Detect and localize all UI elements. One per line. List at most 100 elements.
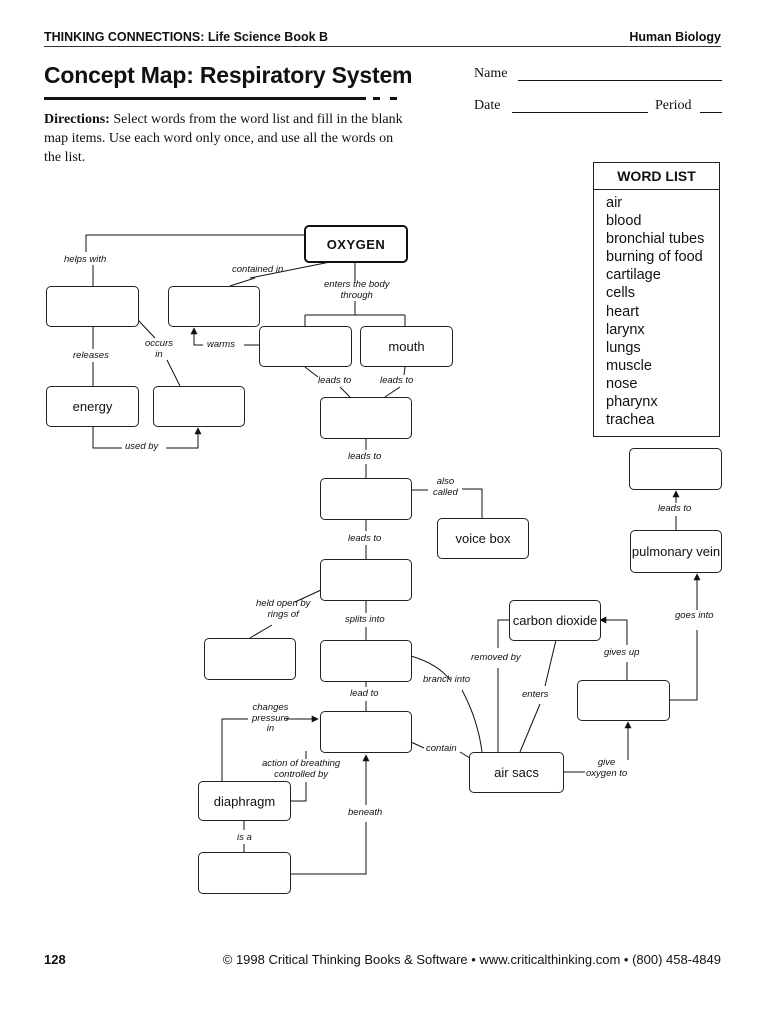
blank-map-item[interactable]: [320, 478, 412, 520]
link-label: held open by rings of: [256, 598, 311, 620]
connector-line: [304, 366, 319, 378]
mouth-node: mouth: [360, 326, 453, 367]
blank-map-item[interactable]: [320, 711, 412, 753]
link-label: contained in: [232, 264, 284, 275]
link-label: helps with: [64, 254, 107, 265]
energy-node: energy: [46, 386, 139, 427]
name-field[interactable]: [518, 80, 722, 81]
word-list-item: pharynx: [606, 394, 658, 411]
word-list-item: nose: [606, 375, 638, 392]
link-label: releases: [73, 350, 109, 361]
link-label: is a: [237, 832, 252, 843]
connector-line: [92, 427, 122, 449]
link-label: goes into: [675, 610, 714, 621]
air-sacs-node: air sacs: [469, 752, 564, 793]
word-list-item: muscle: [606, 357, 652, 374]
link-label: also called: [433, 476, 458, 498]
word-list-title: WORD LIST: [594, 163, 719, 190]
series-title: THINKING CONNECTIONS: Life Science Book …: [44, 30, 329, 44]
connector-arrow: [600, 620, 628, 680]
link-label: action of breathing controlled by: [262, 758, 341, 780]
link-label: leads to: [380, 375, 414, 386]
connector-arrow: [291, 755, 366, 875]
carbon-dioxide-node: carbon dioxide: [509, 600, 601, 641]
link-label: beneath: [348, 807, 383, 818]
connector-arrow: [564, 722, 628, 773]
link-label: enters: [522, 689, 549, 700]
word-list-item: air: [606, 195, 623, 211]
word-list-item: cartilage: [606, 267, 661, 284]
title-dash: [390, 97, 397, 100]
connector-line: [137, 319, 156, 339]
page-number: 128: [44, 952, 66, 967]
link-label: gives up: [604, 647, 640, 658]
connector-line: [249, 589, 322, 639]
blank-map-item[interactable]: [204, 638, 296, 680]
connector-line: [410, 741, 471, 759]
blank-map-item[interactable]: [259, 326, 352, 367]
title-underline: [44, 97, 366, 100]
blank-map-item[interactable]: [46, 286, 139, 327]
link-label: lead to: [350, 688, 379, 699]
directions: Directions: Select words from the word l…: [44, 110, 404, 167]
connector-line: [339, 386, 351, 398]
link-label: contain: [426, 743, 457, 754]
connector-line: [410, 655, 451, 681]
link-label: leads to: [348, 451, 382, 462]
link-label: splits into: [345, 614, 385, 625]
blank-map-item[interactable]: [629, 448, 722, 490]
subject-title: Human Biology: [629, 30, 721, 44]
blank-map-item[interactable]: [320, 640, 412, 682]
title-dash: [373, 97, 380, 100]
word-list-item: trachea: [606, 412, 655, 429]
connector-line: [384, 386, 401, 398]
blank-map-item[interactable]: [320, 559, 412, 601]
oxygen-node: OXYGEN: [304, 225, 408, 263]
blank-map-item[interactable]: [168, 286, 260, 327]
link-label: used by: [125, 441, 159, 452]
copyright-line: © 1998 Critical Thinking Books & Softwar…: [222, 952, 721, 967]
period-label: Period: [655, 98, 692, 113]
word-list-item: lungs: [606, 339, 641, 356]
connector-line: [670, 630, 698, 701]
directions-label: Directions:: [44, 112, 110, 127]
page-title: Concept Map: Respiratory System: [44, 62, 413, 88]
blank-map-item[interactable]: [153, 386, 245, 427]
blank-map-item[interactable]: [198, 852, 291, 894]
date-label: Date: [474, 98, 501, 113]
diaphragm-node: diaphragm: [198, 781, 291, 821]
period-field[interactable]: [700, 112, 722, 113]
connector-line: [519, 639, 557, 753]
word-list-item: larynx: [606, 321, 645, 338]
blank-map-item[interactable]: [320, 397, 412, 439]
connector-line: [229, 277, 256, 287]
connector-line: [411, 488, 483, 518]
blank-map-item[interactable]: [577, 680, 670, 721]
link-label: occurs in: [145, 338, 173, 360]
link-label: give oxygen to: [586, 757, 628, 779]
name-label: Name: [474, 66, 508, 81]
date-field[interactable]: [512, 112, 648, 113]
pulmonary-vein-node: pulmonary vein: [630, 530, 722, 573]
link-label: leads to: [348, 533, 382, 544]
word-list-item: cells: [606, 285, 636, 302]
link-label: warms: [207, 339, 235, 350]
connector-arrow: [190, 327, 203, 346]
connector-arrow: [166, 427, 202, 449]
directions-text: Select words from the word list and fill…: [44, 112, 403, 165]
link-label: leads to: [318, 375, 352, 386]
link-label: removed by: [471, 652, 521, 663]
connector-line: [497, 619, 509, 752]
link-label: leads to: [658, 503, 692, 514]
word-list-item: bronchial tubes: [606, 231, 705, 248]
connector-line: [304, 301, 406, 326]
link-label: changes pressure in: [252, 702, 289, 734]
connector-line: [403, 366, 406, 376]
link-label: enters the body through: [324, 279, 390, 301]
link-label: branch into: [423, 674, 471, 685]
word-list-item: burning of food: [606, 249, 703, 266]
connector-line: [166, 359, 181, 387]
connector-line: [85, 234, 304, 252]
connector-arrow: [221, 719, 318, 781]
